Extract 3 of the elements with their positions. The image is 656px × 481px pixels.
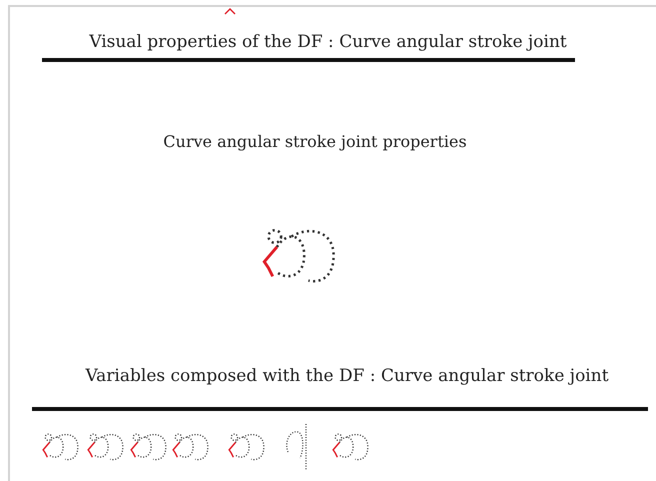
section-heading: Curve angular stroke joint properties bbox=[162, 132, 468, 151]
section-heading: Variables composed with the DF : Curve angular stroke joint bbox=[84, 366, 610, 386]
title: Visual properties of the DF : Curve angular stroke joint bbox=[88, 32, 568, 52]
